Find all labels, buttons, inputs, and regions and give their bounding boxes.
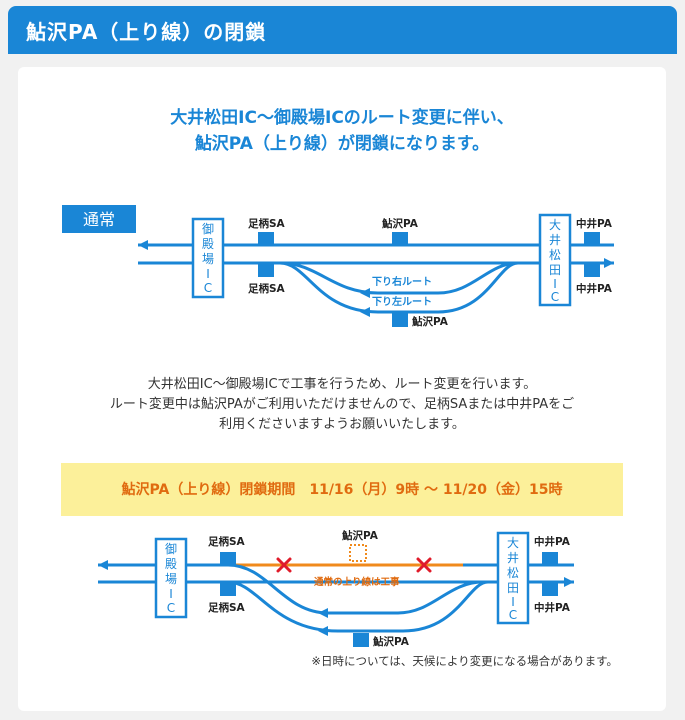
closure-period: 鮎沢PA（上り線）閉鎖期間 11/16（月）9時 〜 11/20（金）15時 — [121, 482, 563, 498]
nakai-pa-up-label: 中井PA — [534, 535, 571, 548]
gotemba-ic-char: C — [167, 601, 175, 615]
ashigara-sa-down-label: 足柄SA — [208, 601, 246, 614]
description-line-2: ルート変更中は鮎沢PAがご利用いただけませんので、足柄SAまたは中井PAをご — [109, 397, 575, 412]
route-left-arrow — [318, 626, 328, 636]
nakai-pa-down-block — [542, 582, 558, 596]
ashigara-sa-up-block — [258, 232, 274, 246]
nakai-pa-up-block — [542, 552, 558, 566]
gotemba-ic-char: 場 — [165, 572, 177, 586]
oimatsuda-ic-box — [538, 213, 572, 307]
oimatsuda-ic-char: 井 — [507, 551, 519, 565]
gotemba-ic-char: 場 — [202, 252, 214, 266]
ashigara-sa-down-block — [220, 582, 236, 596]
ayusawa-pa-up-label: 鮎沢PA — [341, 529, 379, 542]
down-left-route — [227, 580, 489, 633]
down-arrow — [604, 258, 614, 268]
ayusawa-pa-closed-block — [349, 544, 367, 562]
oimatsuda-ic-box — [496, 531, 530, 625]
down-right-route — [279, 261, 519, 295]
nakai-pa-up-block — [584, 232, 600, 246]
closure-x-west — [276, 557, 292, 573]
description: 大井松田IC〜御殿場ICで工事を行うため、ルート変更を行います。 ルート変更中は… — [18, 375, 666, 435]
ayusawa-pa-down-label: 鮎沢PA — [372, 635, 410, 648]
oimatsuda-ic-char: 松 — [549, 248, 561, 262]
oimatsuda-ic-char: C — [509, 608, 517, 622]
ashigara-sa-down-block — [258, 263, 274, 277]
description-line-3: 利用くださいますようお願いいたします。 — [219, 417, 465, 432]
route-right-arrow — [360, 288, 370, 298]
headline-line-1: 大井松田IC〜御殿場ICのルート変更に伴い、 — [170, 108, 514, 128]
ayusawa-pa-down-block — [392, 313, 408, 327]
ashigara-sa-up-label: 足柄SA — [248, 217, 286, 230]
nakai-pa-up-label: 中井PA — [576, 217, 613, 230]
page-title: 鮎沢PA（上り線）の閉鎖 — [26, 20, 267, 44]
ayusawa-pa-down-label: 鮎沢PA — [411, 315, 449, 327]
ayusawa-pa-down-block — [353, 633, 369, 647]
closed-route-diagram: 御 殿 場 I C 大 井 松 田 I C 足柄SA 足柄SA 鮎沢PA 鮎沢P… — [98, 529, 574, 648]
gotemba-ic-char: 御 — [202, 221, 214, 236]
gotemba-ic-box — [191, 217, 225, 299]
detour-route — [227, 563, 484, 615]
ashigara-sa-up-label: 足柄SA — [208, 535, 246, 548]
closure-x-east — [416, 557, 432, 573]
oimatsuda-ic-char: 松 — [507, 566, 519, 580]
oimatsuda-ic-char: 田 — [549, 263, 561, 277]
gotemba-ic-char: C — [204, 281, 212, 295]
construction-label: 通常の上り線は工事 — [314, 576, 400, 588]
down-left-route — [279, 261, 519, 314]
weather-note: ※日時については、天候により変更になる場合があります。 — [311, 654, 618, 668]
oimatsuda-ic-char: C — [551, 290, 559, 304]
page-header: 鮎沢PA（上り線）の閉鎖 — [8, 6, 677, 54]
route-right-label: 下り右ルート — [372, 275, 432, 288]
up-arrow — [138, 240, 148, 250]
gotemba-ic-char: 殿 — [165, 557, 177, 571]
oimatsuda-ic-char: I — [553, 277, 557, 291]
detour-arrow — [318, 608, 328, 618]
ayusawa-pa-up-block — [392, 232, 408, 246]
nakai-pa-down-label: 中井PA — [576, 282, 613, 295]
normal-route-diagram: 通常 御 殿 場 I C 大 井 松 田 I C — [62, 205, 614, 327]
gotemba-ic-char: 御 — [165, 541, 177, 556]
gotemba-ic-char: I — [169, 587, 173, 601]
oimatsuda-ic-char: I — [511, 595, 515, 609]
route-left-arrow — [360, 307, 370, 317]
closure-banner: 鮎沢PA（上り線）閉鎖期間 11/16（月）9時 〜 11/20（金）15時 — [61, 463, 623, 516]
up-arrow — [98, 560, 108, 570]
oimatsuda-ic-char: 大 — [507, 536, 519, 550]
description-line-1: 大井松田IC〜御殿場ICで工事を行うため、ルート変更を行います。 — [147, 377, 537, 392]
gotemba-ic-box — [154, 537, 188, 619]
normal-tag-box — [62, 205, 136, 233]
headline-line-2: 鮎沢PA（上り線）が閉鎖になります。 — [194, 134, 490, 154]
gotemba-ic-char: I — [206, 267, 210, 281]
oimatsuda-ic-char: 大 — [549, 218, 561, 232]
nakai-pa-down-block — [584, 263, 600, 277]
content-panel: 大井松田IC〜御殿場ICのルート変更に伴い、 鮎沢PA（上り線）が閉鎖になります… — [18, 67, 666, 711]
normal-tag: 通常 — [83, 210, 115, 229]
ashigara-sa-down-label: 足柄SA — [248, 282, 286, 295]
gotemba-ic-char: 殿 — [202, 237, 214, 251]
ayusawa-pa-up-label: 鮎沢PA — [381, 217, 419, 230]
down-arrow — [564, 577, 574, 587]
oimatsuda-ic-char: 田 — [507, 581, 519, 595]
oimatsuda-ic-char: 井 — [549, 233, 561, 247]
ashigara-sa-up-block — [220, 552, 236, 566]
route-left-label: 下り左ルート — [372, 295, 432, 308]
nakai-pa-down-label: 中井PA — [534, 601, 571, 614]
